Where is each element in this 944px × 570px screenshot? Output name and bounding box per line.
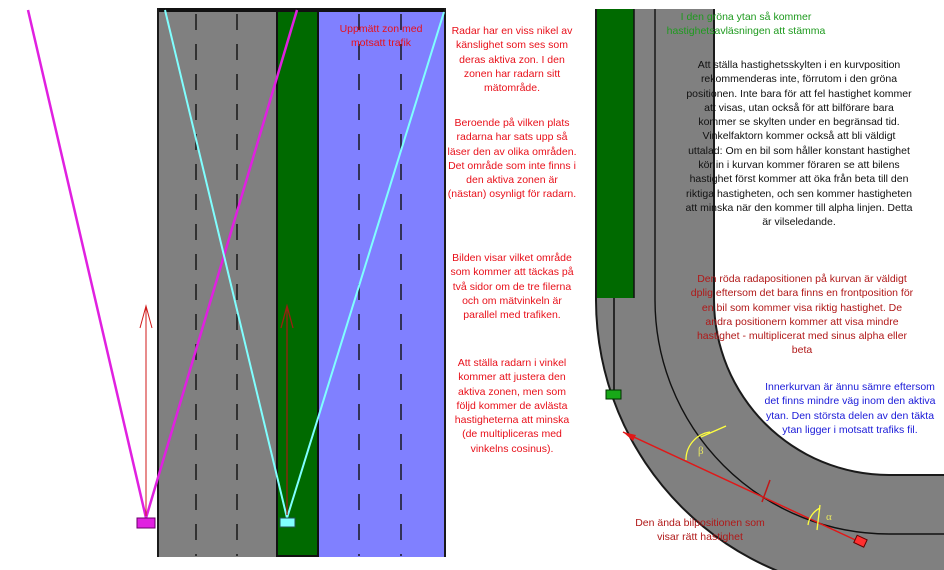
beta-symbol: β	[698, 445, 704, 457]
curve-green-zone	[597, 9, 634, 298]
red-arrow-head	[139, 304, 153, 329]
cyan-beam-right	[286, 11, 445, 519]
straight-road-diagram	[26, 8, 446, 557]
green-zone-note: I den gröna ytan så kommer hastighetsavl…	[666, 11, 826, 38]
magenta-beam-right	[144, 9, 299, 519]
correct-speed-position-note: Den ända bilpositionen som visar rätt ha…	[635, 517, 765, 544]
curve-road-surface	[597, 9, 944, 570]
cyan-beam-left	[164, 9, 288, 519]
red-tangent-arrow-head	[623, 432, 636, 441]
red-radar-position-note: Den röda radapositionen på kurvan är väl…	[690, 273, 914, 357]
red-radar-unit	[853, 534, 868, 548]
alpha-radial-line	[816, 504, 821, 531]
straight-green-zone	[277, 11, 318, 557]
paragraph-coverage: Bilden visar vilket område som kommer at…	[450, 252, 574, 322]
road-top-edge	[158, 8, 445, 12]
opposite-traffic-zone-label: Uppmätt zon med motsatt trafik	[339, 23, 423, 50]
magenta-beam-left	[26, 9, 148, 519]
dark-red-arrow-head	[280, 303, 294, 329]
lane-markings	[195, 14, 402, 556]
green-radar-marker	[605, 389, 622, 400]
beta-angle-arc	[685, 431, 711, 461]
opposite-traffic-zone	[318, 11, 445, 557]
center-radial-line	[761, 479, 771, 503]
red-tangent-line	[622, 431, 865, 545]
paragraph-angle-cosine: Att ställa radarn i vinkel kommer att ju…	[454, 357, 570, 455]
curve-road-top-gap	[594, 0, 718, 9]
paragraph-radar-position: Beroende på vilken plats radarna har sat…	[447, 117, 577, 201]
curve-center-line	[654, 9, 944, 535]
magenta-radar-unit	[136, 517, 156, 529]
cyan-radar-unit	[279, 517, 296, 528]
inner-curve-note: Innerkurvan är ännu sämre eftersom det f…	[764, 381, 936, 436]
beta-radial-line	[700, 425, 727, 438]
alpha-angle-arc	[807, 507, 821, 526]
alpha-symbol: α	[826, 511, 832, 523]
curve-position-note: Att ställa hastighetsskylten i en kurvpo…	[685, 59, 913, 229]
curved-road-diagram	[594, 0, 944, 570]
paragraph-active-zone: Radar har en viss nikel av känslighet so…	[451, 25, 573, 95]
